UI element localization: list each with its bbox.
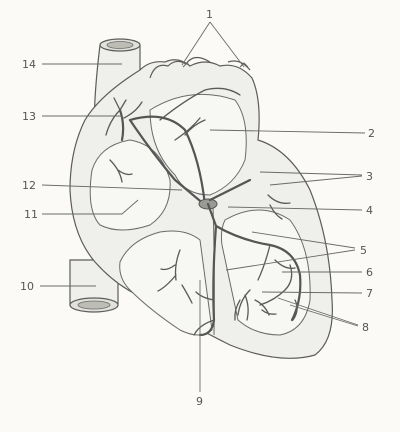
label-8: 8 — [362, 321, 369, 334]
label-14: 14 — [22, 58, 36, 71]
label-2: 2 — [368, 127, 375, 140]
conduction-system — [105, 87, 302, 337]
left-atrium-chamber — [149, 93, 247, 196]
label-7: 7 — [366, 287, 373, 300]
right-atrium-chamber — [89, 139, 171, 231]
label-9: 9 — [196, 395, 203, 408]
right-ventricle-chamber — [119, 230, 213, 336]
label-6: 6 — [366, 266, 373, 279]
label-4: 4 — [366, 204, 373, 217]
bundle-of-his — [206, 202, 218, 228]
label-3: 3 — [366, 170, 373, 183]
label-12: 12 — [22, 179, 36, 192]
label-13: 13 — [22, 110, 36, 123]
label-10: 10 — [20, 280, 34, 293]
labels: 1 2 3 4 5 6 7 8 9 10 11 12 13 14 — [20, 8, 375, 408]
atrial-appendage — [149, 56, 251, 79]
leader-lines — [40, 21, 366, 392]
label-5: 5 — [360, 244, 367, 257]
inferior-vena-cava — [69, 259, 119, 313]
left-bundle-branch — [214, 224, 302, 322]
left-ventricle-chamber — [220, 209, 311, 336]
label-1: 1 — [206, 8, 213, 21]
label-11: 11 — [24, 208, 38, 221]
